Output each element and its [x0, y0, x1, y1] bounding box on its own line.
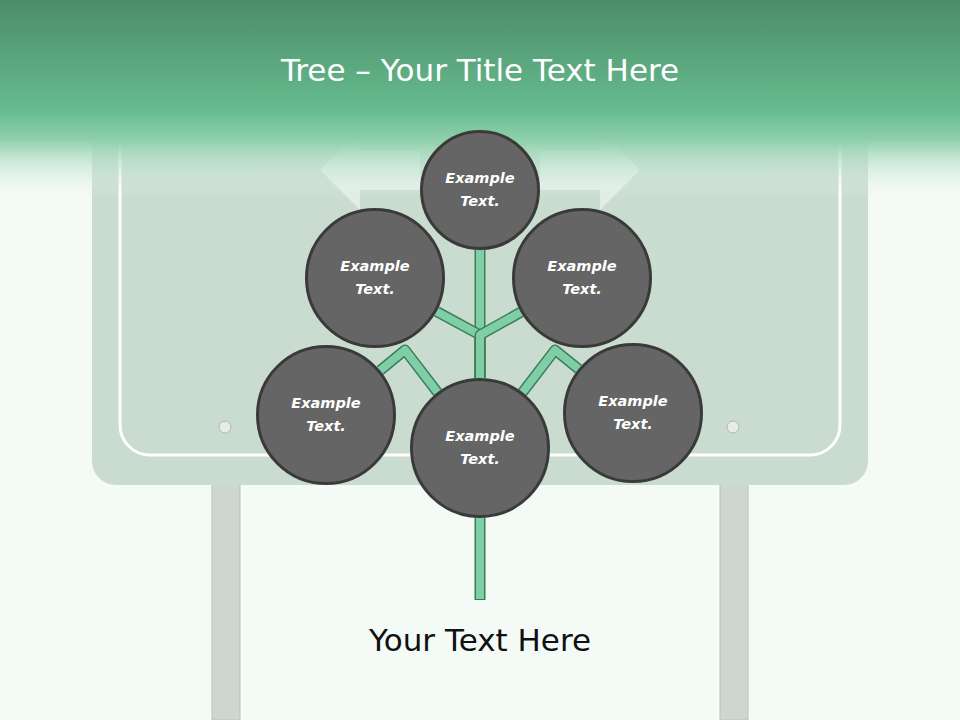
circle-shape: [256, 345, 396, 485]
caption: Your Text Here: [0, 622, 960, 658]
sign-post: [212, 470, 240, 720]
example-circle: Example Text.: [512, 208, 652, 348]
circle-shape: [305, 208, 445, 348]
sign-post: [720, 470, 748, 720]
example-circle: Example Text.: [563, 343, 703, 483]
circle-label: Example Text.: [592, 390, 674, 436]
circle-shape: [512, 208, 652, 348]
circle-label: Example Text.: [541, 255, 623, 301]
branch-connector: [437, 311, 481, 378]
bolt: [727, 421, 739, 433]
circle-shape: [410, 378, 550, 518]
circle-label: Example Text.: [439, 167, 521, 213]
example-circle: Example Text.: [256, 345, 396, 485]
circle-shape: [563, 343, 703, 483]
circle-shape: [420, 130, 540, 250]
branch-connector: [480, 312, 521, 378]
circle-label: Example Text.: [334, 255, 416, 301]
title: Tree – Your Title Text Here: [0, 52, 960, 88]
circle-label: Example Text.: [439, 425, 521, 471]
example-circle: Example Text.: [305, 208, 445, 348]
circle-label: Example Text.: [285, 392, 367, 438]
example-circle: Example Text.: [420, 130, 540, 250]
bolt: [219, 421, 231, 433]
example-circle: Example Text.: [410, 378, 550, 518]
